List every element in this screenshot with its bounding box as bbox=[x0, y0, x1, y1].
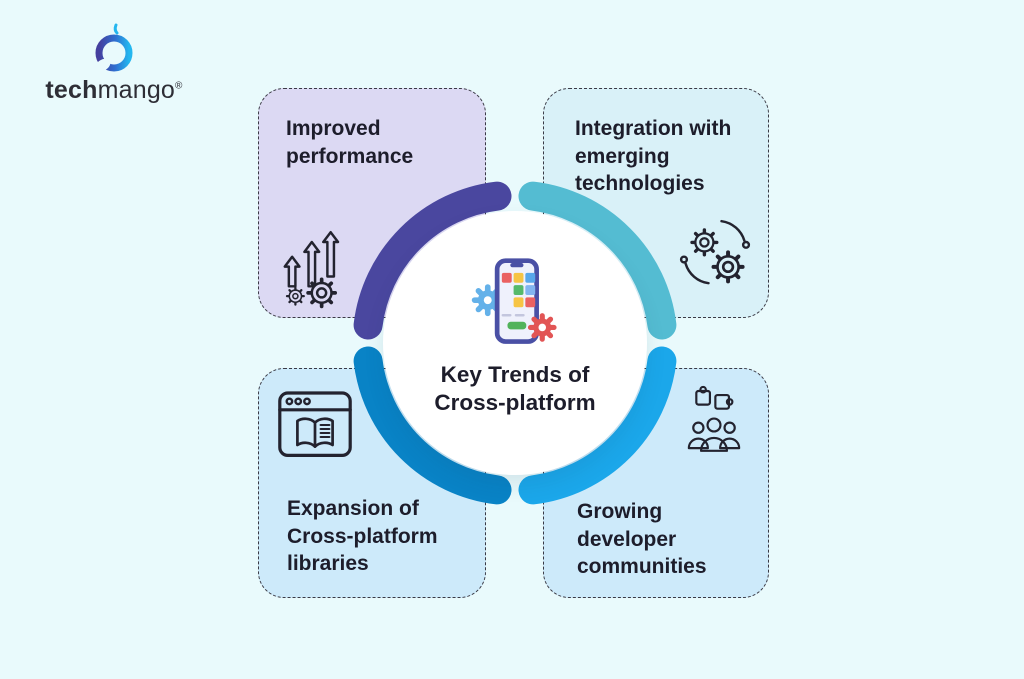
arc-top-right bbox=[518, 181, 677, 340]
growth-arrows-gears-icon bbox=[283, 230, 340, 309]
mango-logo-icon bbox=[95, 23, 133, 72]
card-label: Growing developer communities bbox=[577, 500, 707, 578]
smartphone-apps-gears-icon bbox=[471, 258, 557, 344]
registered-mark: ® bbox=[175, 80, 183, 92]
logo-tech: tech bbox=[45, 76, 98, 104]
arc-top-left bbox=[353, 181, 512, 340]
card-label: Integration with emerging technologies bbox=[575, 117, 732, 195]
connected-gears-icon bbox=[679, 219, 751, 285]
arc-bottom-right bbox=[518, 346, 677, 505]
puzzle-people-icon bbox=[687, 385, 741, 452]
logo-mango: mango bbox=[97, 76, 176, 104]
techmango-wordmark: techmango® bbox=[38, 76, 190, 105]
hub-ring bbox=[353, 181, 677, 505]
hub-title: Key Trends of Cross-platform bbox=[434, 362, 596, 415]
techmango-logo: techmango® bbox=[38, 20, 190, 105]
card-label: Improved performance bbox=[286, 117, 414, 168]
card-label: Expansion of Cross-platform libraries bbox=[287, 497, 438, 575]
arc-bottom-left bbox=[353, 346, 512, 505]
browser-open-book-icon bbox=[278, 391, 352, 457]
hub-circle: Key Trends of Cross-platform bbox=[383, 211, 647, 475]
